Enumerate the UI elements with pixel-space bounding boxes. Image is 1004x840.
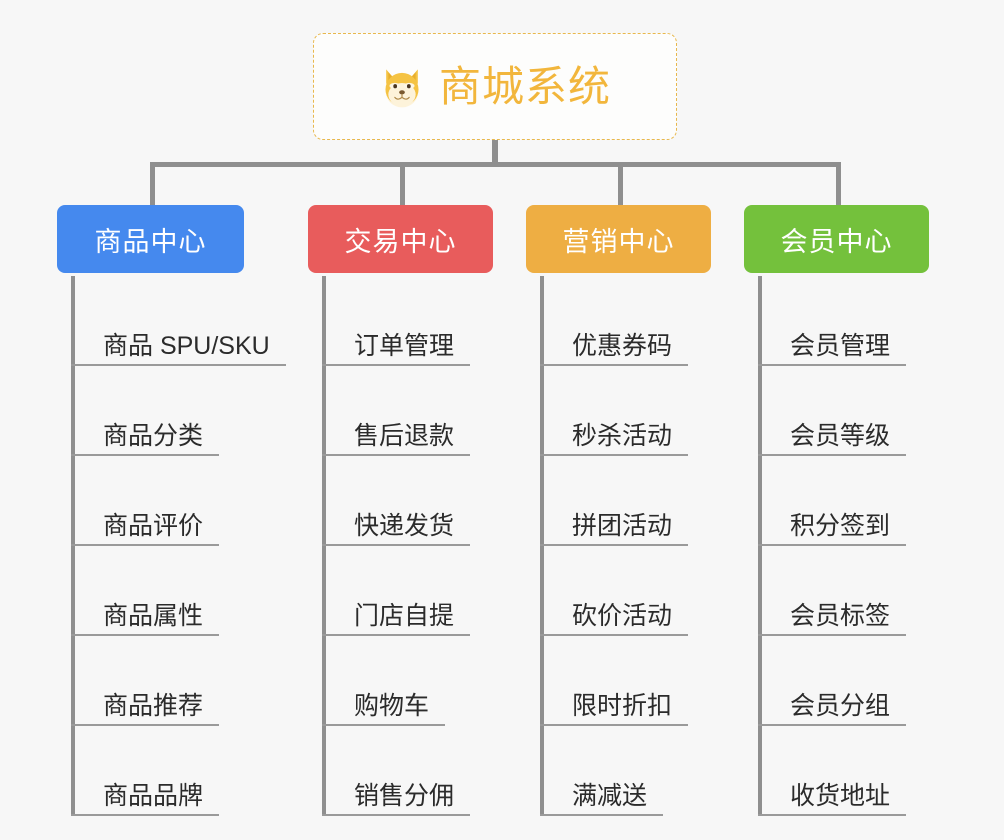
leaf-item[interactable]: 商品推荐 — [71, 636, 220, 726]
leaf-item-label: 快递发货 — [354, 512, 455, 540]
leaf-item[interactable]: 积分签到 — [758, 456, 907, 546]
leaf-item-underline — [322, 454, 471, 456]
leaf-item-underline — [322, 724, 446, 726]
leaf-item[interactable]: 销售分佣 — [322, 726, 471, 816]
leaf-item-label: 秒杀活动 — [572, 422, 673, 450]
leaf-item-label: 商品 SPU/SKU — [103, 332, 270, 360]
leaf-item-label: 商品推荐 — [103, 692, 204, 720]
leaf-item-underline — [758, 454, 907, 456]
leaf-item[interactable]: 商品品牌 — [71, 726, 220, 816]
leaf-item[interactable]: 会员标签 — [758, 546, 907, 636]
leaf-item-underline — [758, 724, 907, 726]
leaf-item[interactable]: 商品评价 — [71, 456, 220, 546]
leaf-item-underline — [71, 454, 220, 456]
leaf-item-underline — [758, 814, 907, 816]
leaf-item[interactable]: 订单管理 — [322, 276, 471, 366]
leaf-item[interactable]: 秒杀活动 — [540, 366, 689, 456]
leaf-item[interactable]: 拼团活动 — [540, 456, 689, 546]
leaf-spine — [758, 276, 762, 816]
leaf-item-underline — [540, 454, 689, 456]
leaf-item-label: 商品分类 — [103, 422, 204, 450]
category-label: 交易中心 — [344, 226, 457, 257]
leaf-item-label: 会员分组 — [790, 692, 891, 720]
leaf-item-underline — [540, 634, 689, 636]
leaf-item-underline — [540, 544, 689, 546]
category-box-2[interactable]: 交易中心 — [308, 205, 493, 273]
leaf-item-underline — [758, 364, 907, 366]
category-label: 商品中心 — [94, 226, 207, 257]
connector-bus-bar — [150, 162, 840, 167]
root-title: 商城系统 — [438, 62, 611, 110]
leaf-spine — [540, 276, 544, 816]
leaf-item-underline — [540, 364, 689, 366]
connector-drop-3 — [618, 162, 623, 205]
leaf-item-underline — [71, 544, 220, 546]
leaf-item[interactable]: 满减送 — [540, 726, 664, 816]
leaf-item[interactable]: 砍价活动 — [540, 546, 689, 636]
leaf-item-label: 积分签到 — [790, 512, 891, 540]
leaf-item[interactable]: 门店自提 — [322, 546, 471, 636]
leaf-item-label: 限时折扣 — [572, 692, 673, 720]
leaf-item-label: 会员等级 — [790, 422, 891, 450]
connector-root-stem — [492, 140, 498, 164]
category-box-3[interactable]: 营销中心 — [526, 205, 711, 273]
leaf-item-underline — [71, 634, 220, 636]
leaf-item-label: 门店自提 — [354, 602, 455, 630]
leaf-item[interactable]: 商品分类 — [71, 366, 220, 456]
leaf-item-underline — [71, 364, 286, 366]
leaf-item[interactable]: 商品 SPU/SKU — [71, 276, 286, 366]
leaf-item-label: 订单管理 — [354, 332, 455, 360]
leaf-item[interactable]: 优惠券码 — [540, 276, 689, 366]
leaf-item[interactable]: 会员等级 — [758, 366, 907, 456]
leaf-item[interactable]: 会员分组 — [758, 636, 907, 726]
leaf-item-underline — [71, 724, 220, 726]
leaf-item-label: 商品评价 — [103, 512, 204, 540]
category-label: 会员中心 — [780, 226, 893, 257]
leaf-item[interactable]: 商品属性 — [71, 546, 220, 636]
leaf-item-label: 会员管理 — [790, 332, 891, 360]
leaf-item-label: 销售分佣 — [354, 782, 455, 810]
leaf-item[interactable]: 快递发货 — [322, 456, 471, 546]
leaf-item-label: 商品属性 — [103, 602, 204, 630]
leaf-spine — [71, 276, 75, 816]
leaf-item-label: 会员标签 — [790, 602, 891, 630]
leaf-item-underline — [758, 634, 907, 636]
connector-drop-2 — [400, 162, 405, 205]
leaf-column-4: 会员管理会员等级积分签到会员标签会员分组收货地址 — [758, 276, 958, 816]
leaf-item-underline — [540, 814, 664, 816]
leaf-item[interactable]: 收货地址 — [758, 726, 907, 816]
category-label: 营销中心 — [562, 226, 675, 257]
leaf-item-label: 商品品牌 — [103, 782, 204, 810]
leaf-item-underline — [540, 724, 689, 726]
leaf-item-underline — [322, 544, 471, 546]
leaf-column-3: 优惠券码秒杀活动拼团活动砍价活动限时折扣满减送 — [540, 276, 740, 816]
leaf-item-underline — [758, 544, 907, 546]
leaf-item-label: 拼团活动 — [572, 512, 673, 540]
leaf-column-1: 商品 SPU/SKU 商品分类商品评价商品属性商品推荐商品品牌 — [71, 276, 301, 816]
connector-drop-4 — [836, 162, 841, 205]
leaf-item-label: 砍价活动 — [572, 602, 673, 630]
leaf-item-underline — [71, 814, 220, 816]
root-node[interactable]: 商城系统 — [313, 33, 677, 140]
leaf-item-label: 售后退款 — [354, 422, 455, 450]
leaf-column-2: 订单管理售后退款快递发货门店自提购物车销售分佣 — [322, 276, 522, 816]
category-box-4[interactable]: 会员中心 — [744, 205, 929, 273]
leaf-item-label: 优惠券码 — [572, 332, 673, 360]
category-box-1[interactable]: 商品中心 — [57, 205, 244, 273]
connector-drop-1 — [150, 162, 155, 205]
leaf-item-underline — [322, 634, 471, 636]
shiba-dog-face-icon — [379, 65, 425, 111]
leaf-item-underline — [322, 364, 471, 366]
leaf-item[interactable]: 限时折扣 — [540, 636, 689, 726]
leaf-item-label: 收货地址 — [790, 782, 891, 810]
leaf-item-label: 满减送 — [572, 782, 648, 810]
leaf-spine — [322, 276, 326, 816]
leaf-item[interactable]: 售后退款 — [322, 366, 471, 456]
leaf-item-label: 购物车 — [354, 692, 430, 720]
leaf-item[interactable]: 会员管理 — [758, 276, 907, 366]
leaf-item[interactable]: 购物车 — [322, 636, 446, 726]
leaf-item-underline — [322, 814, 471, 816]
